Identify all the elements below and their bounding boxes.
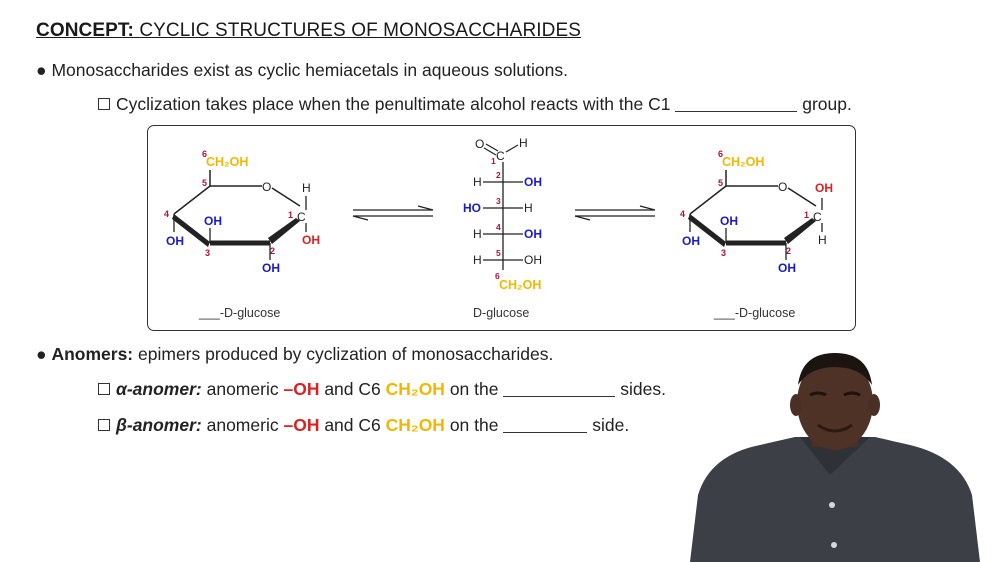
title-prefix: CONCEPT: (36, 20, 134, 41)
c3-oh-r: OH (720, 214, 738, 228)
f-num-1: 1 (491, 156, 496, 166)
aldehyde-h: H (519, 136, 528, 150)
c1-oh-alpha: OH (302, 233, 320, 247)
c1-h: H (302, 181, 311, 195)
f-c6-ch2oh: CH₂OH (499, 278, 541, 292)
beta-line: β-anomer: anomeric –OH and C6 CH₂OH on t… (98, 415, 629, 436)
alpha-text-4: sides. (620, 379, 666, 399)
presenter-video (690, 353, 980, 562)
c6-number-r: 6 (718, 149, 723, 159)
bullet-line-1: ● Monosaccharides exist as cyclic hemiac… (36, 60, 568, 81)
sub-1-text: Cyclization takes place when the penulti… (116, 94, 671, 114)
checkbox-icon (98, 383, 110, 395)
beta-text-2: and C6 (324, 415, 381, 435)
equilibrium-arrow-right (574, 205, 656, 221)
alpha-line: α-anomer: anomeric –OH and C6 CH₂OH on t… (98, 379, 666, 400)
right-caption: ___-D-glucose (713, 306, 795, 320)
c2-oh-r: OH (778, 261, 796, 275)
beta-text-4: side. (592, 415, 630, 435)
left-caption: ___-D-glucose (198, 306, 280, 320)
c6-number: 6 (202, 149, 207, 159)
ring-oxygen: O (262, 180, 271, 194)
alpha-text-1: anomeric (206, 379, 279, 399)
c2-number: 2 (270, 246, 275, 256)
f-c5-oh: OH (524, 253, 542, 267)
c4-oh-r: OH (682, 234, 700, 248)
checkbox-icon (98, 419, 110, 431)
c3-number-r: 3 (721, 248, 726, 258)
f-num-2: 2 (496, 170, 501, 180)
fill-in-blank (675, 97, 798, 112)
aldehyde-c: C (496, 149, 505, 163)
glucose-cyclization-diagram: 6 CH₂OH 5 O C 1 H OH 4 3 2 OH OH OH (147, 125, 856, 331)
checkbox-icon (98, 98, 110, 110)
beta-glucose-ring: 6 CH₂OH 5 O C 1 OH H 4 3 2 OH OH OH (680, 149, 833, 275)
c5-number: 5 (202, 178, 207, 188)
fischer-projection: O C H 1 H 2 OH HO 3 H H 4 OH H 5 OH 6 (463, 136, 542, 292)
f-num-4: 4 (496, 222, 501, 232)
beta-text-3: on the (449, 415, 499, 435)
f-c2-oh: OH (524, 175, 542, 189)
c3-oh: OH (204, 214, 222, 228)
center-caption: D-glucose (473, 306, 529, 320)
c1-carbon-r: C (813, 210, 822, 224)
structure-drawing: 6 CH₂OH 5 O C 1 H OH 4 3 2 OH OH OH (164, 136, 833, 320)
bullet-1-text: Monosaccharides exist as cyclic hemiacet… (51, 60, 568, 80)
bullet-dot-icon: ● (36, 344, 47, 364)
c1-h-r: H (818, 233, 827, 247)
alpha-term: α-anomer: (116, 379, 202, 399)
c4-number: 4 (164, 209, 169, 219)
beta-ch2oh: CH₂OH (385, 415, 445, 435)
beta-text-1: anomeric (206, 415, 279, 435)
sub-line-1: Cyclization takes place when the penulti… (98, 94, 852, 115)
title-text: CYCLIC STRUCTURES OF MONOSACCHARIDES (139, 20, 582, 41)
f-c4-h: H (473, 227, 482, 241)
c4-number-r: 4 (680, 209, 685, 219)
bullet-dot-icon: ● (36, 60, 47, 80)
c2-number-r: 2 (786, 246, 791, 256)
alpha-oh: –OH (283, 379, 320, 399)
f-num-6: 6 (495, 271, 500, 281)
anomers-term: Anomers: (51, 344, 134, 364)
c4-oh: OH (166, 234, 184, 248)
ch2oh-label-r: CH₂OH (722, 155, 764, 169)
alpha-text-2: and C6 (324, 379, 381, 399)
aldehyde-o: O (475, 137, 484, 151)
ring-oxygen-r: O (778, 180, 787, 194)
c1-carbon: C (297, 210, 306, 224)
c1-number: 1 (288, 210, 293, 220)
f-c3-ho: HO (463, 201, 481, 215)
c1-number-r: 1 (804, 210, 809, 220)
anomers-definition: epimers produced by cyclization of monos… (138, 344, 554, 364)
f-c5-h: H (473, 253, 482, 267)
fill-in-blank (503, 382, 616, 397)
c1-oh-beta: OH (815, 181, 833, 195)
f-c4-oh: OH (524, 227, 542, 241)
f-c3-h: H (524, 201, 533, 215)
bullet-line-2: ● Anomers: epimers produced by cyclizati… (36, 344, 553, 365)
ch2oh-label: CH₂OH (206, 155, 248, 169)
alpha-ch2oh: CH₂OH (385, 379, 445, 399)
f-num-5: 5 (496, 248, 501, 258)
c3-number: 3 (205, 248, 210, 258)
page-title: CONCEPT: CYCLIC STRUCTURES OF MONOSACCHA… (36, 20, 581, 42)
equilibrium-arrow-left (352, 205, 434, 221)
alpha-text-3: on the (449, 379, 499, 399)
fill-in-blank (503, 418, 588, 433)
c2-oh: OH (262, 261, 280, 275)
f-num-3: 3 (496, 196, 501, 206)
beta-oh: –OH (283, 415, 320, 435)
beta-term: β-anomer: (116, 415, 202, 435)
sub-1-text-after: group. (802, 94, 852, 114)
c5-number-r: 5 (718, 178, 723, 188)
alpha-glucose-ring: 6 CH₂OH 5 O C 1 H OH 4 3 2 OH OH OH (164, 149, 320, 275)
f-c2-h: H (473, 175, 482, 189)
